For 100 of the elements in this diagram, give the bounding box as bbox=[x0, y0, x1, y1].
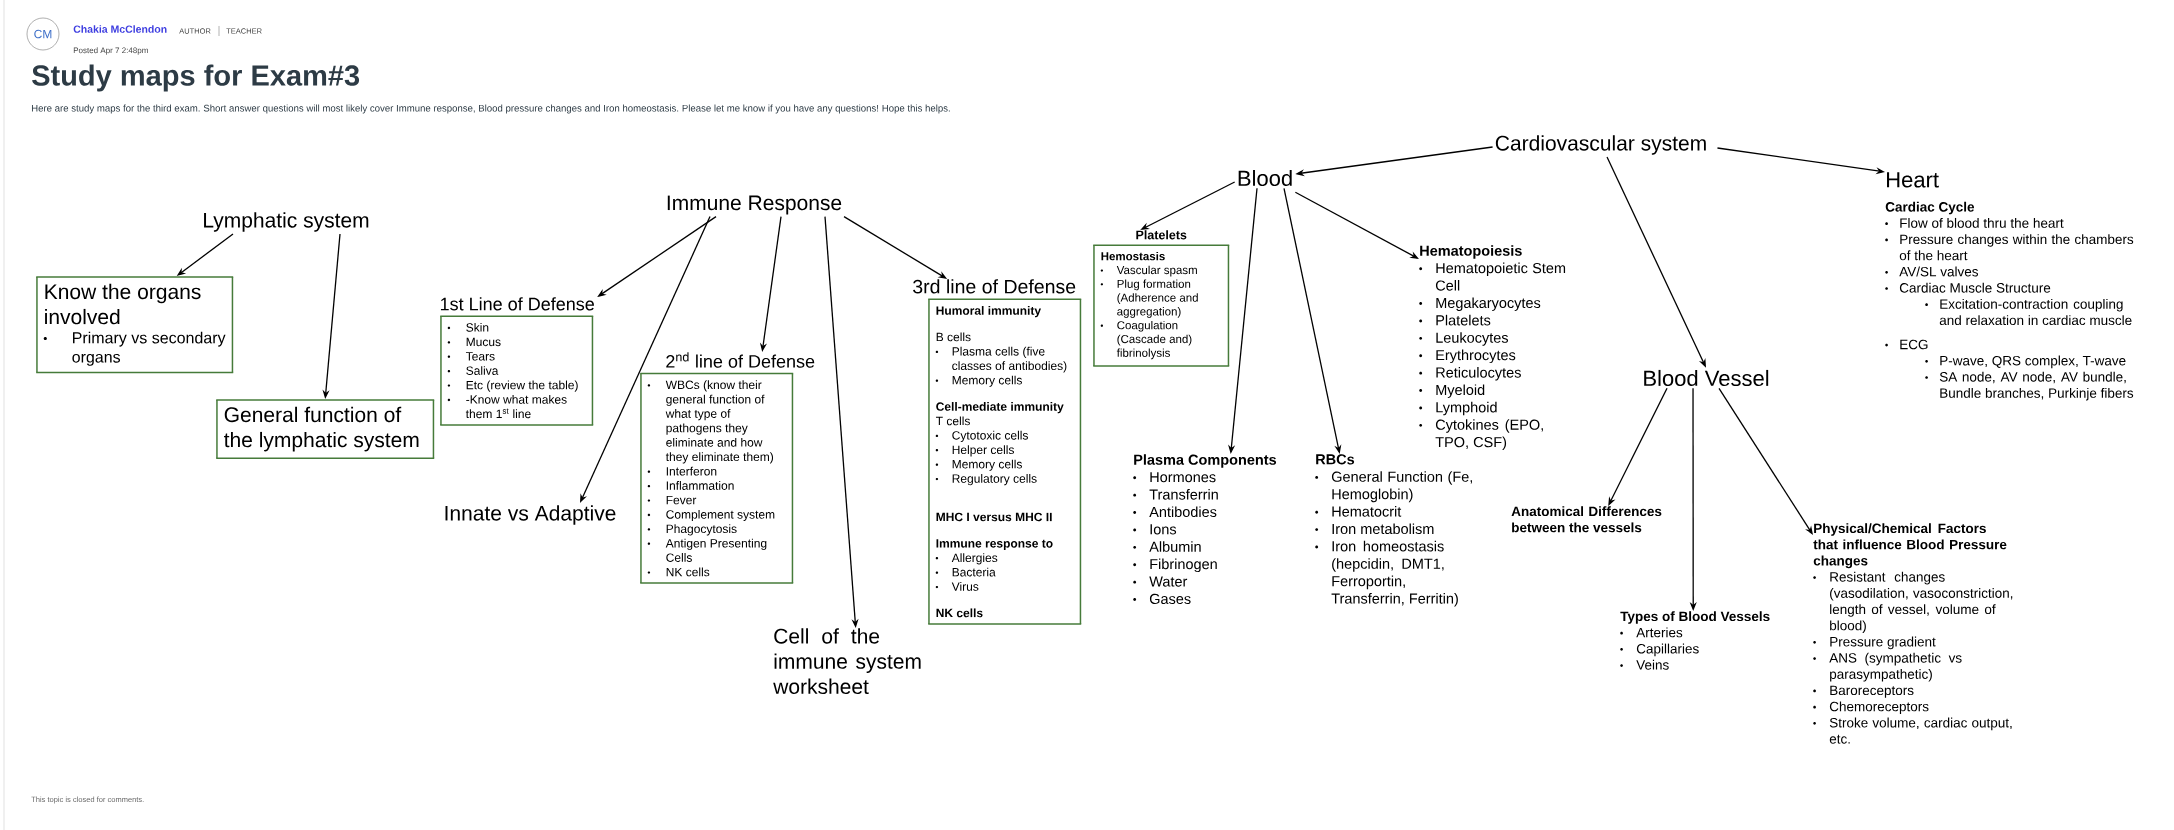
bullet-item: Skin bbox=[447, 322, 489, 332]
bullet-item: Gases bbox=[1133, 593, 1191, 605]
bullet-item: Plasma cells (five classes of antibodies) bbox=[935, 346, 1067, 373]
bullet-item: Memory cells bbox=[935, 375, 1022, 387]
bullet-item: AV/SL valves bbox=[1885, 266, 1979, 277]
topic-heading: Blood Vessel bbox=[1644, 369, 1769, 387]
bullet-item: Flow of blood thru the heart bbox=[1885, 217, 2064, 228]
topic-heading: Cell of the immune system worksheet bbox=[773, 628, 921, 695]
bullet-item: Primary vs secondary organs bbox=[43, 331, 226, 366]
topic-heading: Lymphatic system bbox=[204, 212, 369, 232]
bullet-item: Myeloid bbox=[1419, 384, 1485, 398]
intro-text: Here are study maps for the third exam. Short answer questions will most likely cover Immune response, Blood pressure changes and Iron homeostasis. Please let me know if you have any questions! Hope this helps. bbox=[32, 104, 950, 114]
bullet-item: Hematopoietic Stem Cell bbox=[1419, 262, 1566, 291]
topic-heading: Know the organs involved bbox=[45, 283, 201, 325]
section-heading: MHC I versus MHC II bbox=[936, 512, 1052, 522]
bullet-item: Antibodies bbox=[1133, 506, 1217, 518]
bullet-item: Fibrinogen bbox=[1133, 558, 1217, 573]
section-heading: Plasma Components bbox=[1134, 454, 1277, 468]
bullet-item: Interferon bbox=[647, 466, 717, 476]
arrow bbox=[1608, 387, 1668, 506]
bullet-item: ECG bbox=[1885, 339, 1928, 350]
avatar-circle bbox=[26, 17, 60, 51]
topic-heading: General function of the lymphatic system bbox=[224, 406, 419, 452]
bullet-item: Etc (review the table) bbox=[447, 380, 578, 392]
arrow bbox=[580, 215, 711, 503]
bullet-item: Helper cells bbox=[935, 445, 1014, 457]
bullet-item: -Know what makes them 1$^{st}$ line bbox=[447, 394, 567, 419]
section-heading: Anatomical Differences between the vessels bbox=[1511, 506, 1662, 533]
list-text: T cells bbox=[936, 416, 970, 426]
bullet-item: Regulatory cells bbox=[935, 474, 1037, 486]
topic-heading: Heart bbox=[1887, 172, 1939, 188]
bullet-item: Cardiac Muscle Structure bbox=[1885, 282, 2051, 293]
bullet-item: Water bbox=[1133, 576, 1188, 587]
bullet-item: Lymphoid bbox=[1419, 401, 1497, 416]
bullet-item: Vascular spasm bbox=[1100, 265, 1197, 277]
bullet-item: Bacteria bbox=[935, 567, 996, 577]
topic-heading: 1st Line of Defense bbox=[440, 297, 594, 311]
section-heading: Cell-mediate immunity bbox=[936, 402, 1064, 414]
arrow bbox=[1718, 387, 1813, 535]
topic-heading: Cardiovascular system bbox=[1495, 135, 1706, 155]
bullet-item: Transferrin bbox=[1133, 489, 1218, 500]
bullet-item: Iron metabolism bbox=[1315, 523, 1434, 535]
section-heading: Immune response to bbox=[936, 539, 1053, 550]
section-heading: Physical/Chemical Factors that influence Blood Pressure changes bbox=[1813, 523, 2007, 569]
bullet-item: Cytotoxic cells bbox=[935, 430, 1028, 442]
bullet-item: Inflammation bbox=[647, 481, 734, 490]
bullet-item: Saliva bbox=[447, 366, 499, 375]
bullet-item: Reticulocytes bbox=[1419, 367, 1521, 381]
bullet-item: Capillaries bbox=[1620, 643, 1699, 657]
bullet-item: Coagulation (Cascade and) fibrinolysis bbox=[1100, 320, 1192, 360]
bullet-item: ANS (sympathetic vs parasympathetic) bbox=[1813, 652, 1962, 682]
bullet-item: Tears bbox=[447, 352, 495, 361]
bullet-item: Pressure changes within the chambers of the heart bbox=[1885, 234, 2134, 261]
bullet-item: Leukocytes bbox=[1419, 332, 1509, 346]
bullet-item: Plug formation (Adherence and aggregation) bbox=[1100, 279, 1198, 318]
bullet-item: Veins bbox=[1620, 659, 1669, 670]
note-box bbox=[35, 276, 234, 374]
bullet-item: Hormones bbox=[1133, 472, 1216, 483]
bullet-item: Megakaryocytes bbox=[1419, 297, 1541, 311]
bullet-item: Pressure gradient bbox=[1813, 636, 1936, 650]
topic-heading: Innate vs Adaptive bbox=[445, 505, 616, 525]
bullet-item: Baroreceptors bbox=[1813, 685, 1914, 698]
bullet-item: Resistant changes (vasodilation, vasoconstriction, length of vessel, volume of blood) bbox=[1813, 571, 2013, 633]
bullet-item: Memory cells bbox=[935, 459, 1022, 471]
bullet-item: Virus bbox=[935, 582, 979, 591]
bullet-item: Iron homeostasis (hepcidin, DMT1, Ferroportin, Transferrin, Ferritin) bbox=[1315, 540, 1458, 607]
bullet-item: Phagocytosis bbox=[647, 524, 737, 536]
note-box bbox=[215, 399, 435, 459]
bullet-item: NK cells bbox=[647, 567, 710, 577]
bullet-item: P-wave, QRS complex, T-wave bbox=[1925, 355, 2126, 369]
bullet-item: WBCs (know their general function of what type of pathogens they eliminate and how they eliminate them) bbox=[647, 380, 774, 464]
bullet-item: SA node, AV node, AV bundle, Bundle branches, Purkinje fibers bbox=[1925, 371, 2134, 401]
topic-heading: Platelets bbox=[1136, 230, 1187, 240]
post-date: Posted Apr 7 2:48pm bbox=[73, 47, 148, 55]
arrow bbox=[1294, 191, 1419, 259]
bullet-item: Fever bbox=[647, 495, 697, 505]
bullet-item: Allergies bbox=[935, 553, 998, 565]
author-name: Chakia McClendon bbox=[73, 25, 167, 33]
bullet-item: Antigen Presenting Cells bbox=[647, 538, 767, 562]
section-heading: RBCs bbox=[1316, 454, 1355, 465]
section-heading: Cardiac Cycle bbox=[1885, 201, 1975, 215]
bullet-item: Erythrocytes bbox=[1419, 349, 1516, 364]
bullet-item: Complement system bbox=[647, 509, 775, 522]
section-heading: Humoral immunity bbox=[936, 306, 1041, 318]
bullet-item: Platelets bbox=[1419, 314, 1491, 326]
topic-heading: Blood bbox=[1238, 169, 1292, 187]
bullet-item: Stroke volume, cardiac output, etc. bbox=[1813, 717, 2012, 744]
bullet-item: Cytokines (EPO, TPO, CSF) bbox=[1419, 419, 1543, 451]
bullet-item: Ions bbox=[1133, 524, 1177, 535]
section-heading: Types of Blood Vessels bbox=[1620, 611, 1770, 624]
initials-text: CM bbox=[34, 29, 52, 39]
section-heading: Hematopoiesis bbox=[1420, 245, 1522, 259]
bullet-item: Albumin bbox=[1133, 541, 1201, 552]
section-heading: NK cells bbox=[936, 608, 983, 618]
page-title: Study maps for Exam#3 bbox=[32, 64, 360, 92]
section-heading: Hemostasis bbox=[1101, 251, 1165, 261]
bullet-item: Arteries bbox=[1620, 627, 1683, 638]
topic-heading: 3rd line of Defense bbox=[913, 279, 1076, 294]
bullet-item: Hematocrit bbox=[1315, 506, 1402, 517]
bullet-item: Excitation-contraction coupling and relaxation in cardiac muscle bbox=[1925, 298, 2132, 326]
